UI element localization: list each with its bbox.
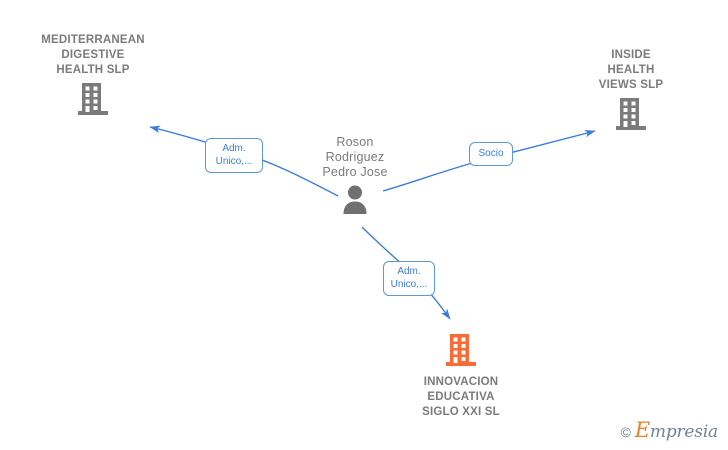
building-icon — [78, 82, 108, 121]
brand-rest: mpresia — [649, 422, 718, 442]
edge-label-socio-inside[interactable]: Socio — [469, 142, 513, 166]
node-label: INSIDE HEALTH VIEWS SLP — [598, 49, 664, 91]
node-roson-rodriguez-pedro-jose[interactable]: Roson Rodriguez Pedro Jose — [280, 135, 430, 219]
node-inside-health-views-slp[interactable]: INSIDE HEALTH VIEWS SLP — [556, 48, 706, 136]
node-label: MEDITERRANEAN DIGESTIVE HEALTH SLP — [41, 34, 145, 76]
node-innovacion-educativa-siglo-xxi-sl[interactable]: INNOVACION EDUCATIVA SIGLO XXI SL — [386, 333, 536, 420]
node-label: INNOVACION EDUCATIVA SIGLO XXI SL — [422, 376, 500, 418]
copyright-icon: © — [620, 423, 631, 440]
person-icon — [341, 184, 369, 219]
building-icon — [446, 333, 476, 372]
brand-initial: E — [634, 418, 650, 442]
empresia-watermark: © Empresia — [620, 420, 718, 442]
edge-label-adm-unico-mediterranean[interactable]: Adm. Unico,... — [205, 138, 263, 173]
node-mediterranean-digestive-health-slp[interactable]: MEDITERRANEAN DIGESTIVE HEALTH SLP — [18, 33, 168, 121]
node-label: Roson Rodriguez Pedro Jose — [322, 135, 388, 179]
building-icon — [616, 97, 646, 136]
brand-name: Empresia — [635, 420, 718, 442]
edge-label-adm-unico-innovacion[interactable]: Adm. Unico,... — [383, 261, 435, 296]
